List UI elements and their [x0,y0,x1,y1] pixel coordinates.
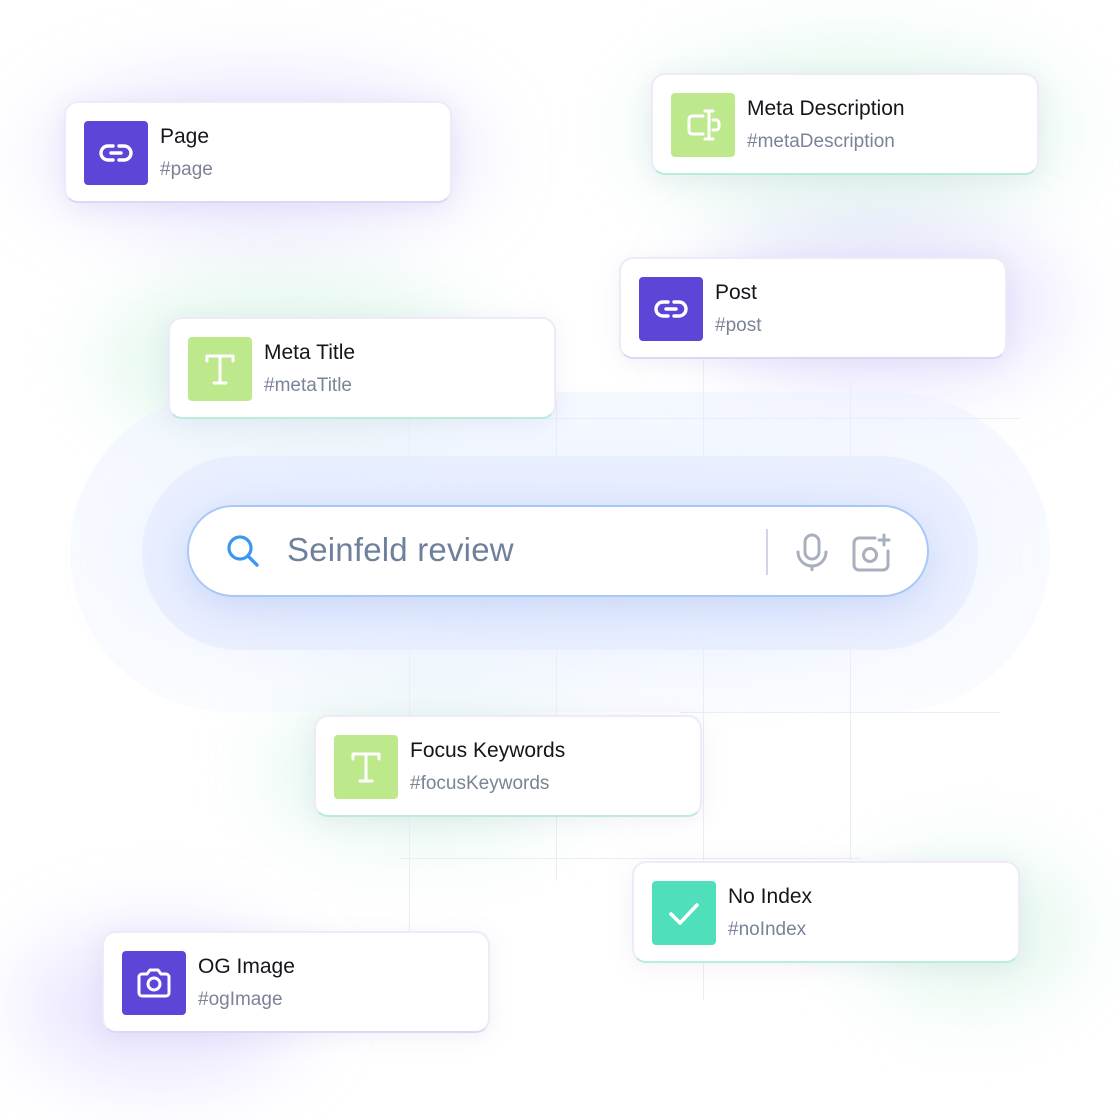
card-tag: #post [715,315,762,336]
card-title: Meta Description [747,97,905,120]
grid-line [409,400,410,1000]
link-icon [84,121,148,185]
grid-line [680,712,1000,713]
card-tag: #ogImage [198,989,283,1010]
search-icon[interactable] [225,533,261,569]
search-divider [766,529,768,575]
grid-line [556,400,557,880]
card-focus-keywords[interactable]: Focus Keywords #focusKeywords [314,715,702,817]
camera-search-icon[interactable] [851,533,891,573]
text-icon [188,337,252,401]
grid-line [703,340,704,1000]
card-meta-description[interactable]: Meta Description #metaDescription [651,73,1039,175]
card-post[interactable]: Post #post [619,257,1007,359]
search-bar[interactable]: Seinfeld review [187,505,929,597]
text-icon [334,735,398,799]
grid-line [850,380,851,860]
card-og-image[interactable]: OG Image #ogImage [102,931,490,1033]
card-page[interactable]: Page #page [64,101,452,203]
card-tag: #noIndex [728,919,807,940]
card-title: Meta Title [264,341,356,364]
checkmark-icon [652,881,716,945]
card-title: Page [160,125,210,148]
card-title: OG Image [198,955,295,978]
card-tag: #focusKeywords [410,773,550,794]
card-title: Focus Keywords [410,739,566,762]
card-no-index[interactable]: No Index #noIndex [632,861,1020,963]
card-tag: #metaDescription [747,131,895,152]
card-title: Post [715,281,758,304]
camera-icon [122,951,186,1015]
card-tag: #page [160,159,213,180]
grid-line [400,858,860,859]
card-tag: #metaTitle [264,375,352,396]
microphone-icon[interactable] [795,533,829,571]
card-title: No Index [728,885,813,908]
grid-line [400,418,1020,419]
card-meta-title[interactable]: Meta Title #metaTitle [168,317,556,419]
link-icon [639,277,703,341]
text-field-icon [671,93,735,157]
search-query[interactable]: Seinfeld review [287,531,514,568]
